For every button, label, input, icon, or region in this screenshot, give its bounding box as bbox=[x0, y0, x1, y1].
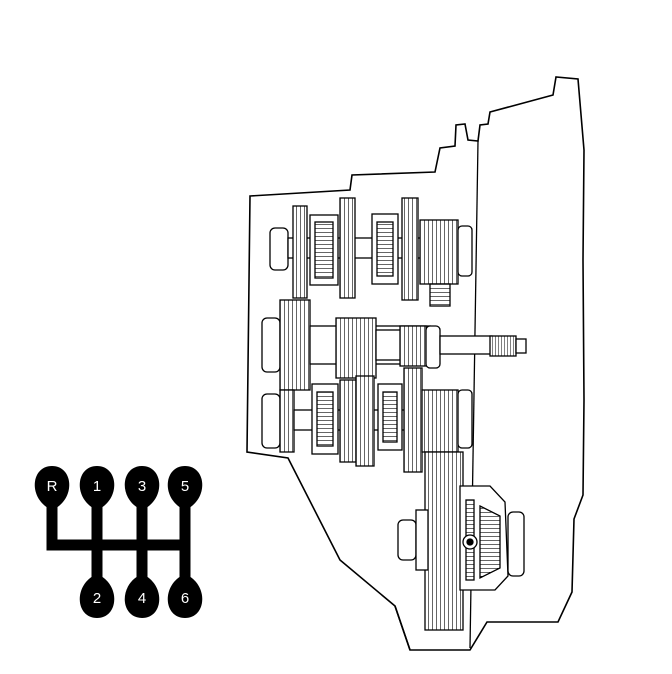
gear-knob-shape bbox=[79, 574, 115, 618]
gear-knob-2: 2 bbox=[79, 574, 115, 618]
gear-knob-shape bbox=[34, 466, 70, 510]
gear-label: 1 bbox=[93, 478, 101, 495]
shift-pattern: R 1 3 5 2 4 6 bbox=[34, 466, 203, 618]
gear-knob-1: 1 bbox=[79, 466, 115, 510]
gear-label: 5 bbox=[181, 478, 189, 495]
gear-label: R bbox=[47, 478, 58, 495]
gear-knob-shape bbox=[124, 574, 160, 618]
gear-knob-shape bbox=[167, 574, 203, 618]
shift-gate-lines bbox=[46, 490, 191, 595]
gear-label: 3 bbox=[138, 478, 146, 495]
input-shaft bbox=[261, 299, 527, 391]
differential bbox=[397, 485, 525, 591]
gear-knob-4: 4 bbox=[124, 574, 160, 618]
gear-label: 2 bbox=[93, 590, 101, 607]
lower-shaft bbox=[261, 367, 473, 473]
gear-knob-5: 5 bbox=[167, 466, 203, 510]
gear-knob-6: 6 bbox=[167, 574, 203, 618]
gear-label: 6 bbox=[181, 590, 189, 607]
gear-knob-shape bbox=[167, 466, 203, 510]
final-drive-gear bbox=[424, 451, 464, 631]
gear-knob-shape bbox=[124, 466, 160, 510]
gear-knob-3: 3 bbox=[124, 466, 160, 510]
gear-knob-shape bbox=[79, 466, 115, 510]
gear-label: 4 bbox=[138, 590, 146, 607]
upper-shaft bbox=[269, 197, 473, 307]
gear-knob-r: R bbox=[34, 466, 70, 510]
